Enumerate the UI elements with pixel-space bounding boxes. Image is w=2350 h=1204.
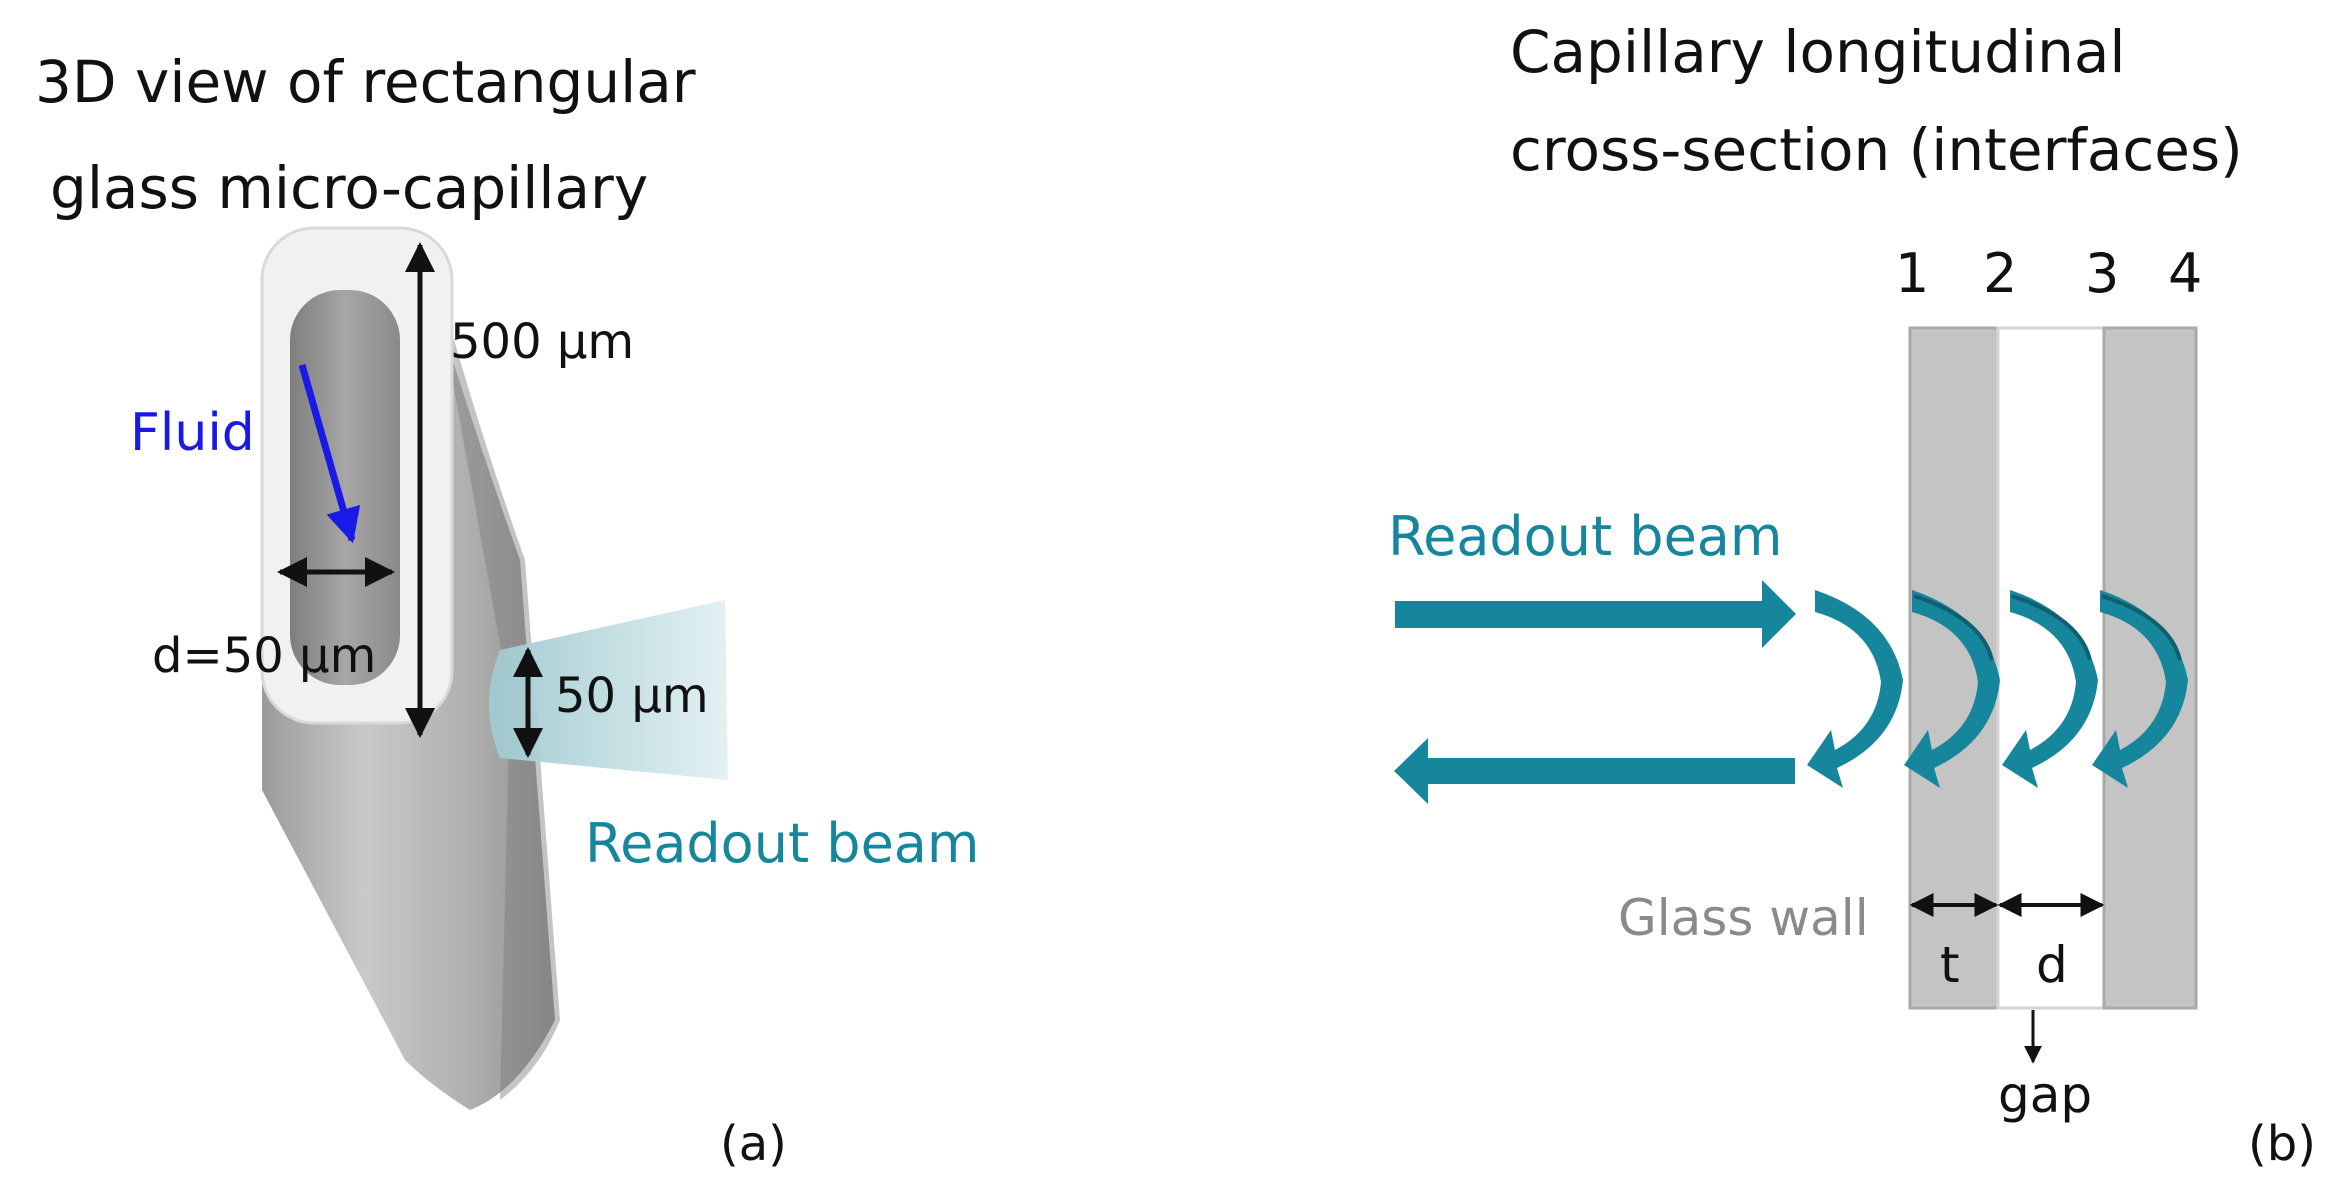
panel-b-title-line1: Capillary longitudinal: [1510, 18, 2126, 86]
beam-width-label: 50 µm: [555, 668, 709, 724]
panel-b-title-line2: cross-section (interfaces): [1510, 116, 2243, 184]
panel-a-tag: (a): [720, 1116, 787, 1172]
interface-number-3: 3: [2085, 242, 2119, 305]
panel-b-beam-label: Readout beam: [1388, 505, 1782, 568]
thickness-label: t: [1940, 936, 1960, 994]
panel-b-tag: (b): [2248, 1116, 2316, 1172]
reflection-arrow-3: [2002, 590, 2098, 788]
reflection-arrows: [1807, 590, 2188, 788]
height-label: 500 µm: [450, 314, 634, 370]
gap-label: gap: [1998, 1066, 2092, 1124]
panel-a-title-line1: 3D view of rectangular: [35, 48, 696, 116]
fluid-arrow: [298, 364, 361, 544]
reflection-arrow-4: [2092, 590, 2188, 788]
glass-wall-label: Glass wall: [1618, 889, 1869, 947]
inner-width-label: d=50 µm: [152, 628, 376, 684]
panel-a-title-line2: glass micro-capillary: [50, 154, 648, 222]
reflection-arrow-2: [1904, 590, 2000, 788]
incoming-beam-arrow: [1395, 580, 1796, 648]
fluid-label: Fluid: [130, 403, 255, 463]
capillary-side-shadow: [430, 255, 560, 1100]
capillary-inner-channel: [290, 290, 400, 685]
panel-b: Capillary longitudinal cross-section (in…: [1388, 18, 2316, 1172]
readout-beam-cone: [489, 600, 728, 780]
reflected-beam-arrow: [1394, 738, 1795, 804]
gap-width-label: d: [2036, 936, 2068, 994]
panel-a-beam-label: Readout beam: [585, 812, 979, 875]
panel-a: 3D view of rectangular glass micro-capil…: [35, 48, 979, 1172]
interface-number-4: 4: [2168, 242, 2202, 305]
interface-number-2: 2: [1983, 242, 2017, 305]
reflection-arrow-1: [1807, 590, 1903, 788]
interface-number-1: 1: [1895, 242, 1929, 305]
